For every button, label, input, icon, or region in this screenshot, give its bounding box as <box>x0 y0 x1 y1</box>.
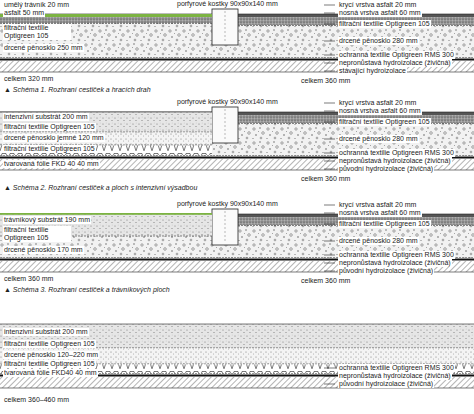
layer-label: stávající hydroizolace <box>338 67 407 75</box>
layer-label: ochranná textilie Optigreen RMS 300 <box>338 364 455 372</box>
layer-label: nepronůstavá hydroizolace (živičná) <box>338 259 452 267</box>
leader-line <box>324 71 335 72</box>
leader-line <box>324 41 335 42</box>
dimension-label: celkem 360 mm <box>300 277 351 285</box>
section-1 <box>0 9 474 72</box>
layer-label: trávníkový substrát 190 mm <box>3 216 91 224</box>
layer-label: filtrační textilie Optigreen 105 <box>338 220 431 228</box>
leader-line <box>324 161 335 162</box>
layer-label: filtrační textilie Optigreen 105 <box>3 226 71 242</box>
layer-label: umělý trávník 20 mm <box>3 1 70 9</box>
layer-label: filtrační textilie Optigreen 105 <box>3 123 96 131</box>
leader-line <box>324 24 335 25</box>
caption: ▲ Schéma 3. Rozhraní cestiček a trávníko… <box>3 286 171 294</box>
layer-label: filtrační textilie Optigreen 105 <box>3 360 96 368</box>
section-2 <box>0 107 474 170</box>
layer-label: tvarovaná fólie FKD40 40 mm <box>3 369 98 377</box>
leader-line <box>324 122 335 123</box>
layer-label: filtrační textilie Optigreen 105 <box>3 340 96 348</box>
leader-line <box>324 103 335 104</box>
layer-label: nepronůstavá hydroizolace (živičná) <box>338 59 452 67</box>
layer-label: krycí vrstva asfalt 20 mm <box>338 1 417 9</box>
layer-label: drcené pěnosklo 280 mm <box>338 237 419 245</box>
layer-label: nosná vrstva asfalt 60 mm <box>338 9 422 17</box>
dimension-label: celkem 360 mm <box>3 275 54 283</box>
leader-line <box>324 5 335 6</box>
layer-label: nosná vrstva asfalt 60 mm <box>338 107 422 115</box>
layer-label: porfyrové kostky 90x90x140 mm <box>176 0 279 8</box>
layer-label: drcené pěnosklo 280 mm <box>338 135 419 143</box>
layer-label: nepronůstavá hydroizolace (živičná) <box>338 372 452 380</box>
leader-line <box>324 63 335 64</box>
layer-label: tvarovaná fólie FKD 40 40 mm <box>3 160 100 168</box>
section-4 <box>0 324 474 388</box>
layer-label: asfalt 50 mm <box>3 9 45 17</box>
caption: ▲ Schéma 1. Rozhraní cestiček a hracích … <box>3 86 152 94</box>
layer-label: porfyrové kostky 90x90x140 mm <box>176 98 279 106</box>
dimension-label: celkem 360 mm <box>300 175 351 183</box>
leader-line <box>324 224 335 225</box>
leader-line <box>324 55 335 56</box>
layer-label: filtrační textilie Optigreen 105 <box>3 145 96 153</box>
leader-line <box>324 368 335 369</box>
dimension-label: celkem 360–460 mm <box>3 396 70 404</box>
layer-label: původní hydroizolace (živičná) <box>338 267 434 275</box>
dimension-label: celkem 360 mm <box>300 77 351 85</box>
leader-line <box>324 263 335 264</box>
caption: ▲ Schéma 2. Rozhraní cestiček a ploch s … <box>3 184 198 192</box>
leader-line <box>324 13 335 14</box>
leader-line <box>324 384 335 385</box>
layer-label: ochranná textilie Optigreen RMS 300 <box>338 51 455 59</box>
layer-label: drcené pěnosklo jemné 120 mm <box>3 134 105 142</box>
leader-line <box>324 255 335 256</box>
leader-line <box>324 271 335 272</box>
layer-label: filtrační textilie Optigreen 105 <box>3 24 71 40</box>
layer-label: ochranná textilie Optigreen RMS 300 <box>338 149 455 157</box>
layer-label: filtrační textilie Optigreen 105 <box>338 20 431 28</box>
leader-lines <box>324 5 335 384</box>
leader-line <box>324 376 335 377</box>
section-3 <box>0 209 474 272</box>
layer-label: drcené pěnosklo 250 mm <box>3 44 84 52</box>
layer-label: drcené pěnosklo 170 mm <box>3 246 84 254</box>
leader-line <box>324 213 335 214</box>
leader-line <box>324 111 335 112</box>
leader-line <box>324 139 335 140</box>
layer-label: drcené pěnosklo 280 mm <box>338 37 419 45</box>
layer-label: porfyrové kostky 90x90x140 mm <box>176 200 279 208</box>
layer-label: ochranná textilie Optigreen RMS 300 <box>338 251 455 259</box>
layer-label: intenzivní substrát 200 mm <box>3 113 89 121</box>
layer-label: krycí vrstva asfalt 20 mm <box>338 201 417 209</box>
layer-label: původní hydroizolace (živičná) <box>338 380 434 388</box>
layer-label: nosná vrstva asfalt 60 mm <box>338 209 422 217</box>
layer-label: nepronůstavá hydroizolace (živičná) <box>338 157 452 165</box>
layer-label: původní hydroizolace (živičná) <box>338 165 434 173</box>
layer-label: drcené pěnosklo 120–220 mm <box>3 351 99 359</box>
dimension-label: celkem 320 mm <box>3 75 54 83</box>
leader-line <box>324 241 335 242</box>
leader-line <box>324 205 335 206</box>
layer-label: filtrační textilie Optigreen 105 <box>338 118 431 126</box>
leader-line <box>324 153 335 154</box>
layer-label: intenzivní substrát 200 mm <box>3 328 89 336</box>
layer-label: krycí vrstva asfalt 20 mm <box>338 99 417 107</box>
leader-line <box>324 169 335 170</box>
